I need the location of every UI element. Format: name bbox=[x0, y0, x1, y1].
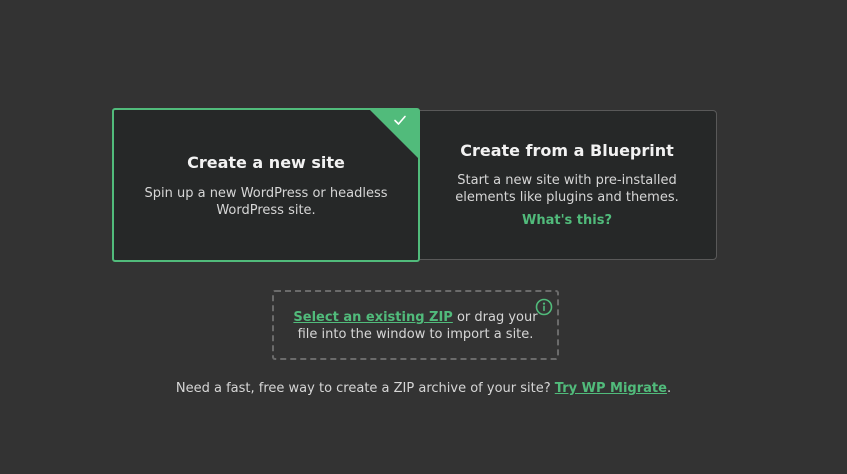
zip-dropzone[interactable]: Select an existing ZIP or drag your file… bbox=[272, 290, 559, 360]
selected-corner bbox=[369, 109, 419, 159]
dropzone-instructions: or drag your file into the window to imp… bbox=[297, 310, 538, 342]
zip-archive-note: Need a fast, free way to create a ZIP ar… bbox=[0, 381, 847, 396]
select-existing-zip-link[interactable]: Select an existing ZIP bbox=[293, 310, 453, 325]
create-new-site-title: Create a new site bbox=[187, 153, 345, 172]
create-new-site-description: Spin up a new WordPress or headless Word… bbox=[144, 186, 388, 218]
check-icon bbox=[394, 115, 406, 125]
create-from-blueprint-description: Start a new site with pre-installed elem… bbox=[455, 173, 679, 205]
create-from-blueprint-card[interactable]: Create from a Blueprint Start a new site… bbox=[417, 110, 717, 260]
create-new-site-card[interactable]: Create a new site Spin up a new WordPres… bbox=[112, 108, 420, 262]
dropzone-text: Select an existing ZIP or drag your file… bbox=[284, 309, 547, 343]
info-icon[interactable] bbox=[535, 298, 553, 316]
site-type-options: Create a new site Spin up a new WordPres… bbox=[112, 108, 717, 262]
whats-this-link[interactable]: What's this? bbox=[521, 213, 613, 228]
zip-archive-period: . bbox=[666, 381, 672, 396]
create-from-blueprint-title: Create from a Blueprint bbox=[460, 141, 674, 160]
zip-archive-question: Need a fast, free way to create a ZIP ar… bbox=[175, 381, 555, 396]
try-wp-migrate-link[interactable]: Try WP Migrate bbox=[554, 381, 667, 396]
